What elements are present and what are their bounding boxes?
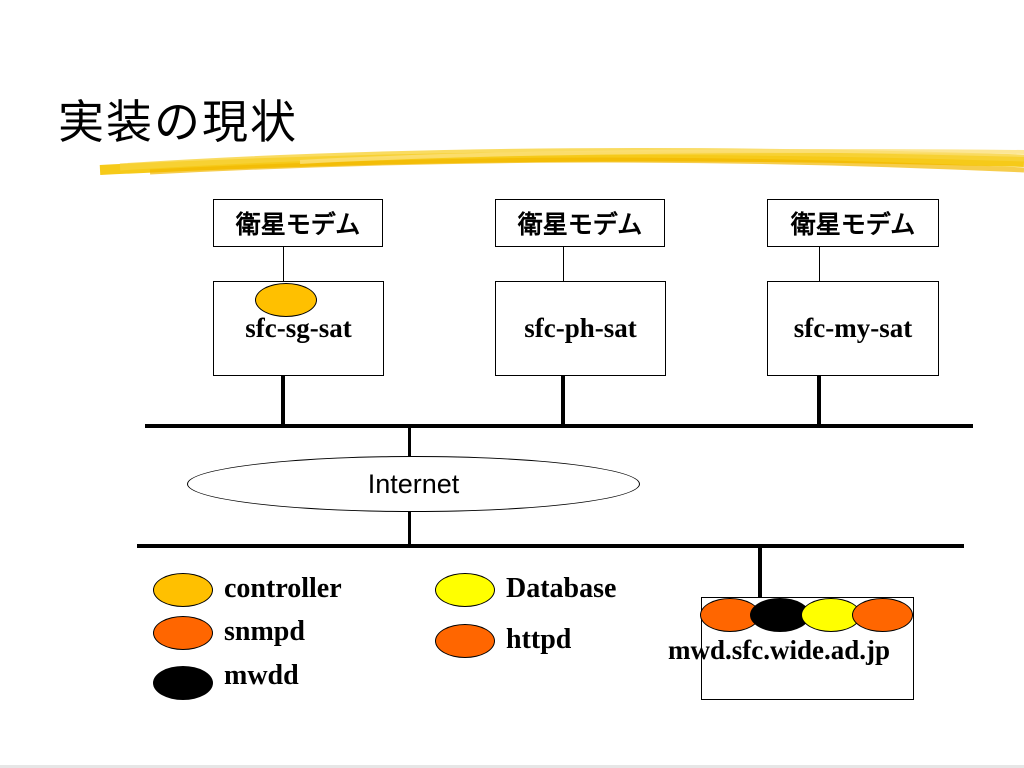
internet-cloud: Internet	[187, 456, 640, 512]
modem-link-2	[563, 246, 564, 282]
slide-title: 実装の現状	[58, 95, 298, 149]
host-drop-2	[561, 376, 565, 426]
legend-httpd-label: httpd	[506, 624, 572, 655]
legend-controller-label: controller	[224, 573, 342, 604]
legend-mwdd-label: mwdd	[224, 660, 299, 691]
legend-snmpd-swatch	[153, 616, 213, 650]
host-sfc-my-sat: sfc-my-sat	[767, 281, 939, 376]
title-underline-brush	[99, 148, 1024, 175]
internet-label: Internet	[367, 468, 460, 499]
host-drop-1	[281, 376, 285, 426]
lower-network-bus	[137, 544, 964, 548]
legend-database-label: Database	[506, 573, 617, 604]
server-httpd-oval	[852, 598, 913, 632]
upper-network-bus	[145, 424, 973, 428]
server-drop	[758, 546, 762, 598]
legend-mwdd-swatch	[153, 666, 213, 700]
slide-bottom-border	[0, 765, 1024, 768]
internet-uplink	[408, 426, 411, 458]
legend-database-swatch	[435, 573, 495, 607]
host-sfc-ph-sat: sfc-ph-sat	[495, 281, 666, 376]
internet-downlink	[408, 512, 411, 546]
modem-link-1	[283, 246, 284, 282]
server-mwdd-oval	[750, 598, 810, 632]
modem-link-3	[819, 246, 820, 282]
satellite-modem-3: 衛星モデム	[767, 199, 939, 247]
controller-process-oval	[255, 283, 317, 317]
satellite-modem-1: 衛星モデム	[213, 199, 383, 247]
server-hostname: mwd.sfc.wide.ad.jp	[668, 635, 891, 665]
legend-httpd-swatch	[435, 624, 495, 658]
host-drop-3	[817, 376, 821, 426]
satellite-modem-2: 衛星モデム	[495, 199, 665, 247]
legend-snmpd-label: snmpd	[224, 616, 305, 647]
server-database-oval	[801, 598, 861, 632]
legend-controller-swatch	[153, 573, 213, 607]
